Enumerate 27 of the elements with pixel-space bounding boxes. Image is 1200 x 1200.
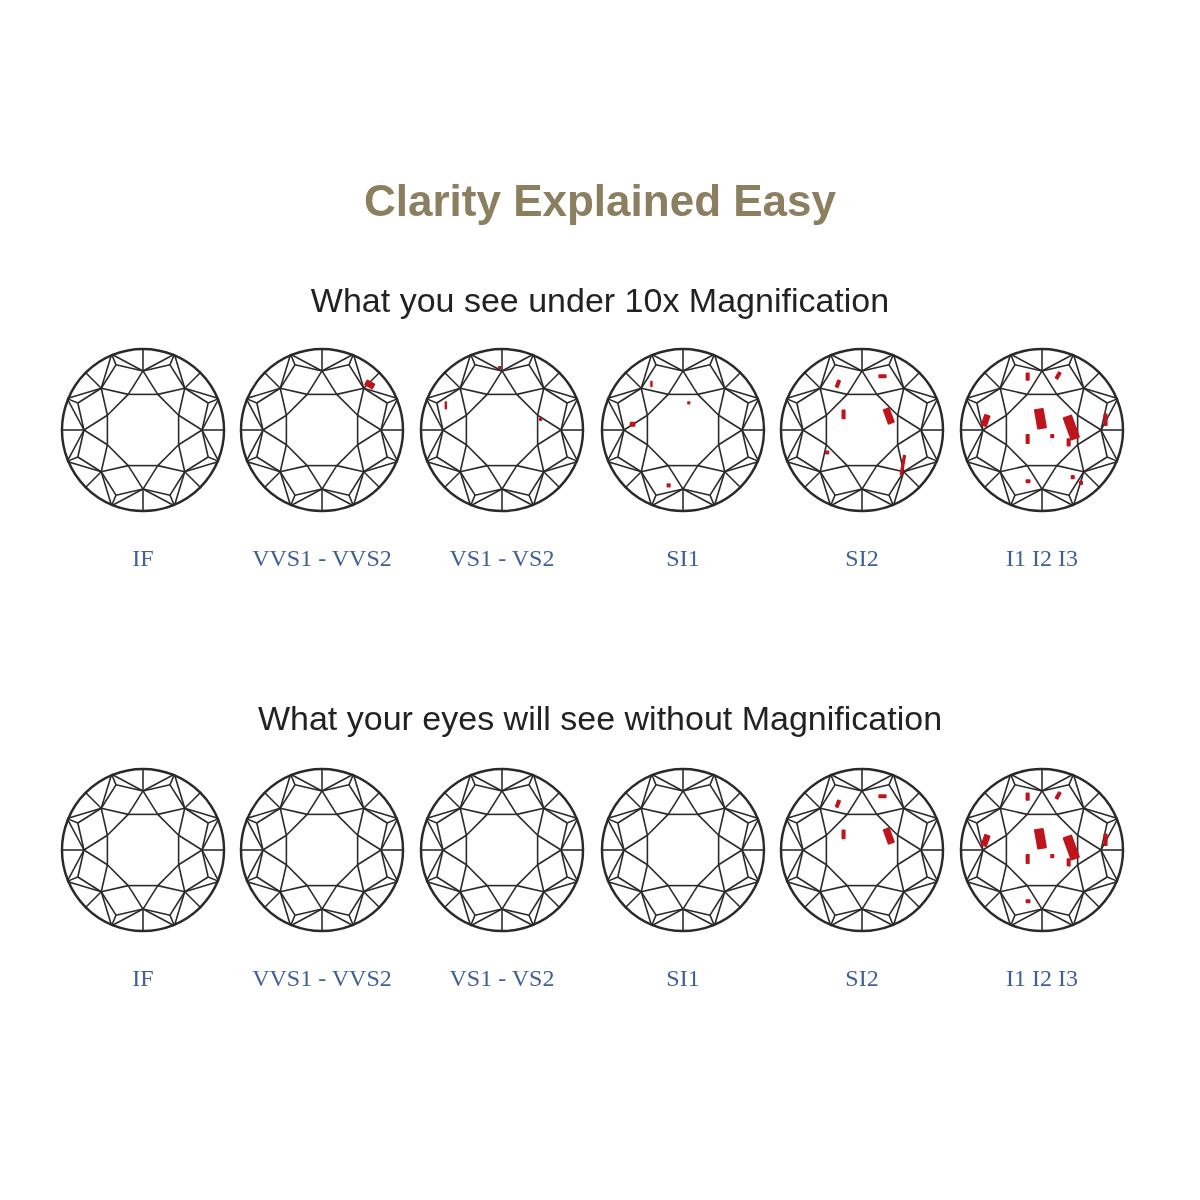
clarity-grade-label: VVS1 - VVS2 [251,964,393,993]
title: Clarity Explained Easy [363,175,837,227]
diamond-drawing [239,347,405,513]
clarity-grade-label: VS1 - VS2 [448,964,556,993]
clarity-grade-label: IF [131,544,155,573]
clarity-grade-label: SI1 [665,964,701,993]
clarity-grade-label: VS1 - VS2 [448,544,556,573]
diamond-drawing [779,767,945,933]
clarity-grade-label: I1 I2 I3 [1005,964,1079,993]
diamond-drawing [419,347,585,513]
clarity-grade-label: SI2 [844,964,880,993]
clarity-grade-label: VVS1 - VVS2 [251,544,393,573]
diamond-drawing [600,767,766,933]
section-heading: What your eyes will see without Magnification [256,698,944,739]
diamond-drawing [959,347,1125,513]
clarity-grade-label: SI2 [844,544,880,573]
diamond-drawing [419,767,585,933]
clarity-grade-label: SI1 [665,544,701,573]
diamond-drawing [779,347,945,513]
diamond-drawing [60,347,226,513]
diamond-drawing [959,767,1125,933]
clarity-grade-label: I1 I2 I3 [1005,544,1079,573]
diamond-drawing [60,767,226,933]
diamond-drawing [239,767,405,933]
section-heading: What you see under 10x Magnification [309,280,891,321]
diamond-drawing [600,347,766,513]
clarity-grade-label: IF [131,964,155,993]
